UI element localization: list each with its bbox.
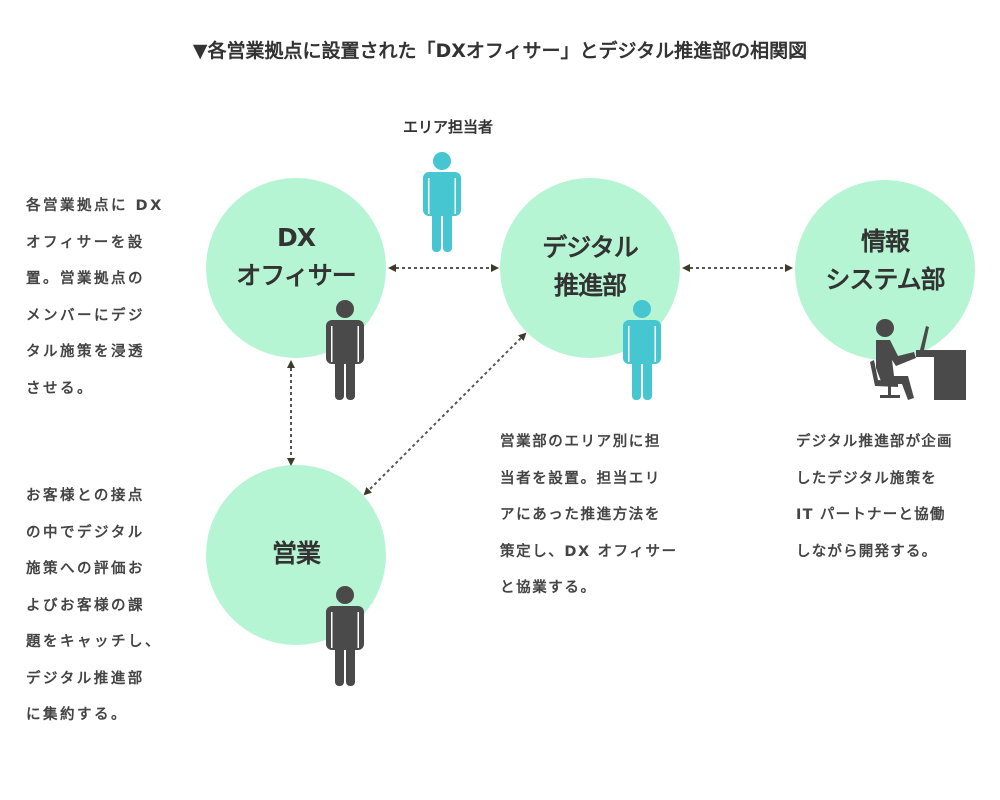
it-dept-circle bbox=[795, 180, 975, 360]
digital-dept-label-line: 推進部 bbox=[553, 271, 627, 300]
description-line: したデジタル施策を bbox=[796, 470, 938, 487]
digital-dept-person-icon bbox=[623, 300, 661, 400]
sales-description: お客様との接点 の中でデジタル 施策への評価お よびお客様の課 題をキャッチし、… bbox=[26, 478, 162, 734]
description-line: デジタル推進部が企画 bbox=[796, 434, 953, 450]
sales-label: 営業 bbox=[216, 535, 376, 573]
connector-digital-sales bbox=[363, 332, 527, 496]
description-line: しながら開発する。 bbox=[796, 543, 938, 560]
digital-dept-label: デジタル 推進部 bbox=[510, 229, 670, 305]
description-line: 各営業拠点に DX bbox=[26, 198, 164, 214]
description-line: 題をキャッチし、 bbox=[26, 634, 162, 650]
area-person-label: エリア担当者 bbox=[402, 118, 493, 136]
desk-worker-icon bbox=[870, 319, 966, 400]
it-dept-description: デジタル推進部が企画 したデジタル施策を IT パートナーと協働 しながら開発す… bbox=[796, 424, 953, 570]
description-line: オフィサーを設 bbox=[26, 234, 145, 251]
description-line: させる。 bbox=[26, 380, 94, 397]
description-line: 策定し、DX オフィサー bbox=[500, 543, 678, 560]
description-line: 施策への評価お bbox=[26, 561, 145, 577]
dx-officer-person-icon bbox=[326, 300, 364, 400]
description-line: お客様との接点 bbox=[26, 488, 145, 504]
sales-person-icon bbox=[326, 586, 364, 686]
dx-officer-description: 各営業拠点に DX オフィサーを設 置。営業拠点の メンバーにデジ タル施策を浸… bbox=[26, 188, 164, 407]
description-line: の中でデジタル bbox=[26, 524, 145, 541]
sales-label-line: 営業 bbox=[271, 539, 321, 568]
digital-dept-description: 営業部のエリア別に担 当者を設置。担当エリ アにあった推進方法を 策定し、DX … bbox=[500, 424, 678, 607]
dx-officer-label-line: オフィサー bbox=[236, 261, 357, 290]
description-line: 当者を設置。担当エリ bbox=[500, 470, 661, 487]
it-dept-label-line: 情報 bbox=[860, 227, 910, 256]
it-dept-label-line: システム部 bbox=[825, 265, 945, 294]
description-line: 置。営業拠点の bbox=[26, 271, 145, 287]
dx-officer-label: DX オフィサー bbox=[216, 219, 376, 295]
digital-dept-label-line: デジタル bbox=[542, 233, 639, 262]
description-line: と協業する。 bbox=[500, 580, 597, 596]
dx-officer-label-line: DX bbox=[276, 223, 316, 252]
diagram-title: ▼各営業拠点に設置された「DXオフィサー」とデジタル推進部の相関図 bbox=[192, 40, 808, 62]
description-line: に集約する。 bbox=[26, 707, 128, 723]
description-line: タル施策を浸透 bbox=[26, 344, 145, 360]
description-line: アにあった推進方法を bbox=[500, 507, 661, 523]
description-line: よびお客様の課 bbox=[26, 597, 145, 614]
area-person-icon bbox=[423, 152, 461, 252]
description-line: デジタル推進部 bbox=[26, 670, 145, 687]
description-line: IT パートナーと協働 bbox=[796, 507, 946, 523]
it-dept-label: 情報 システム部 bbox=[805, 223, 965, 299]
description-line: メンバーにデジ bbox=[26, 307, 145, 324]
description-line: 営業部のエリア別に担 bbox=[500, 434, 661, 450]
